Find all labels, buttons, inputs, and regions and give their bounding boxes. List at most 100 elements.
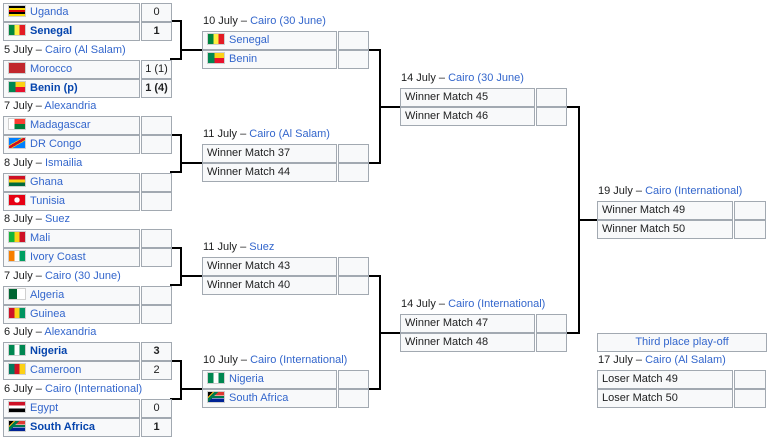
team-link-south-africa[interactable]: South Africa xyxy=(229,392,289,404)
match-date: 14 July – xyxy=(401,298,449,310)
match-date: 8 July – xyxy=(4,157,45,169)
venue-link[interactable]: Cairo (Al Salam) xyxy=(249,128,330,140)
venue-link[interactable]: Cairo (30 June) xyxy=(448,72,524,84)
team-link-tunisia[interactable]: Tunisia xyxy=(30,195,66,207)
match-header: 10 July – Cairo (30 June) xyxy=(203,14,326,28)
team-row: Madagascar xyxy=(3,116,173,135)
mali-flag-icon xyxy=(8,231,26,243)
score-cell xyxy=(338,163,369,182)
match-date: 19 July – xyxy=(598,185,646,197)
team-placeholder: Winner Match 40 xyxy=(207,279,291,291)
team-row: Winner Match 44 xyxy=(202,163,370,182)
venue-link[interactable]: Cairo (International) xyxy=(645,185,743,197)
team-link-mali[interactable]: Mali xyxy=(30,232,51,244)
team-row: Nigeria xyxy=(202,370,370,389)
egypt-flag-icon xyxy=(8,401,26,413)
team-placeholder: Winner Match 45 xyxy=(405,91,489,103)
team-link-senegal[interactable]: Senegal xyxy=(229,34,270,46)
venue-link[interactable]: Ismailia xyxy=(44,157,83,169)
match-box: Winner Match 37 Winner Match 44 xyxy=(202,144,370,182)
team-placeholder: Winner Match 47 xyxy=(405,317,489,329)
venue-link[interactable]: Cairo (International) xyxy=(44,383,143,395)
score-cell: 3 xyxy=(141,342,172,361)
venue-link[interactable]: Cairo (30 June) xyxy=(44,270,121,282)
team-cell: Mali xyxy=(3,229,140,248)
team-cell: Madagascar xyxy=(3,116,140,135)
southafrica-flag-icon xyxy=(207,391,225,403)
match-header: 5 July – Cairo (Al Salam) xyxy=(4,43,126,57)
score-cell xyxy=(141,135,172,154)
team-link-algeria[interactable]: Algeria xyxy=(30,289,65,301)
match-header: 11 July – Suez xyxy=(203,240,274,254)
team-link-morocco[interactable]: Morocco xyxy=(30,63,73,75)
venue-link[interactable]: Cairo (Al Salam) xyxy=(645,354,726,366)
venue-link[interactable]: Alexandria xyxy=(44,326,97,338)
score-cell xyxy=(338,50,369,69)
team-row: Winner Match 45 xyxy=(400,88,568,107)
team-link-dr-congo[interactable]: DR Congo xyxy=(30,138,82,150)
match-box: Loser Match 49 Loser Match 50 xyxy=(597,370,767,408)
benin-flag-icon xyxy=(207,52,225,64)
team-placeholder: Winner Match 37 xyxy=(207,147,291,159)
bracket-connector xyxy=(170,360,182,400)
uganda-flag-icon xyxy=(8,5,26,17)
team-cell: Egypt xyxy=(3,399,140,418)
venue-link[interactable]: Suez xyxy=(249,241,275,253)
venue-link[interactable]: Cairo (International) xyxy=(250,354,348,366)
team-row: Winner Match 37 xyxy=(202,144,370,163)
score-cell xyxy=(141,229,172,248)
team-link-cameroon[interactable]: Cameroon xyxy=(30,364,82,376)
southafrica-flag-icon xyxy=(8,420,26,432)
score-cell: 0 xyxy=(141,3,172,22)
team-row: Loser Match 50 xyxy=(597,389,767,408)
team-link-ivory-coast[interactable]: Ivory Coast xyxy=(30,251,86,263)
team-row: Ivory Coast xyxy=(3,248,173,267)
venue-link[interactable]: Suez xyxy=(44,213,71,225)
team-link-guinea[interactable]: Guinea xyxy=(30,308,66,320)
team-placeholder: Winner Match 49 xyxy=(602,204,686,216)
team-cell: Benin (p) xyxy=(3,79,140,98)
score-cell xyxy=(734,220,766,239)
third-place-label[interactable]: Third place play-off xyxy=(597,333,767,352)
score-cell xyxy=(141,116,172,135)
venue-link[interactable]: Cairo (Al Salam) xyxy=(44,44,126,56)
venue-link[interactable]: Cairo (International) xyxy=(448,298,546,310)
team-row: Tunisia xyxy=(3,192,173,211)
score-cell xyxy=(338,276,369,295)
team-placeholder: Loser Match 50 xyxy=(602,392,678,404)
team-link-madagascar[interactable]: Madagascar xyxy=(30,119,91,131)
guinea-flag-icon xyxy=(8,307,26,319)
team-cell: Algeria xyxy=(3,286,140,305)
match-date: 6 July – xyxy=(4,326,45,338)
team-link-senegal[interactable]: Senegal xyxy=(30,25,73,37)
match-date: 7 July – xyxy=(4,270,45,282)
team-placeholder: Winner Match 43 xyxy=(207,260,291,272)
team-link-uganda[interactable]: Uganda xyxy=(30,6,69,18)
score-cell xyxy=(338,144,369,163)
venue-link[interactable]: Cairo (30 June) xyxy=(250,15,326,27)
match-date: 17 July – xyxy=(598,354,646,366)
team-placeholder: Winner Match 44 xyxy=(207,166,291,178)
morocco-flag-icon xyxy=(8,62,26,74)
match-date: 10 July – xyxy=(203,354,251,366)
team-link-ghana[interactable]: Ghana xyxy=(30,176,64,188)
venue-link[interactable]: Alexandria xyxy=(44,100,97,112)
team-link-south-africa[interactable]: South Africa xyxy=(30,421,95,433)
team-cell: Loser Match 50 xyxy=(597,389,733,408)
bracket-connector xyxy=(170,20,182,60)
team-cell: Loser Match 49 xyxy=(597,370,733,389)
score-cell xyxy=(141,192,172,211)
team-link-benin[interactable]: Benin (p) xyxy=(30,82,78,94)
team-row: Benin (p)1 (4) xyxy=(3,79,173,98)
team-link-benin[interactable]: Benin xyxy=(229,53,258,65)
team-row: Loser Match 49 xyxy=(597,370,767,389)
team-link-nigeria[interactable]: Nigeria xyxy=(30,345,68,357)
team-link-egypt[interactable]: Egypt xyxy=(30,402,59,414)
team-link-nigeria[interactable]: Nigeria xyxy=(229,373,264,385)
team-cell: Winner Match 49 xyxy=(597,201,733,220)
